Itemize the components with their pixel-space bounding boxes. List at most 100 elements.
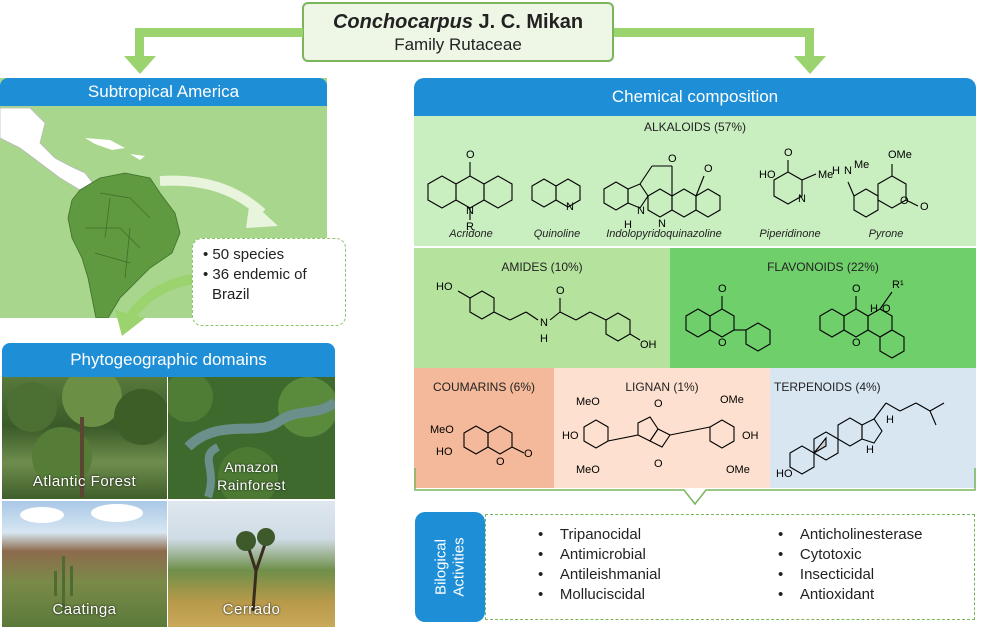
activity-item: • Antimicrobial: [538, 546, 646, 563]
svg-text:HO: HO: [776, 468, 793, 480]
fact-species: • 50 species: [203, 246, 285, 263]
svg-text:H: H: [832, 165, 840, 177]
fact-brazil: Brazil: [212, 286, 250, 303]
svg-text:O: O: [654, 458, 663, 470]
svg-text:N: N: [637, 205, 645, 217]
chemistry-bracket-icon: [414, 468, 976, 506]
svg-text:MeO: MeO: [576, 464, 600, 476]
right-connector-down: [805, 28, 814, 60]
svg-text:HO: HO: [759, 169, 776, 181]
left-connector-down: [135, 28, 144, 60]
activity-item: • Cytotoxic: [778, 546, 862, 563]
activity-item: • Anticholinesterase: [778, 526, 923, 543]
svg-text:OMe: OMe: [726, 464, 750, 476]
svg-text:O: O: [718, 337, 727, 349]
biological-activities-box: Bilogical Activities • Tripanocidal • An…: [415, 512, 977, 622]
activity-item: • Molluciscidal: [538, 586, 645, 603]
svg-text:O: O: [718, 283, 727, 295]
bio-label-line1: Bilogical: [433, 539, 450, 595]
piperidinone-label: Piperidinone: [759, 228, 821, 240]
activity-item: • Insecticidal: [778, 566, 875, 583]
family-title: Family Rutaceae: [394, 35, 522, 54]
svg-text:H: H: [866, 444, 874, 456]
svg-text:O: O: [900, 195, 909, 207]
activity-item: • Tripanocidal: [538, 526, 642, 543]
indolopyridoquinazoline-label: Indolopyridoquinazoline: [606, 228, 722, 240]
svg-text:OH: OH: [742, 430, 759, 442]
svg-text:R: R: [466, 221, 474, 233]
left-connector: [135, 28, 303, 37]
svg-text:OH: OH: [640, 339, 657, 351]
distribution-header: Subtropical America: [0, 78, 327, 106]
svg-text:OMe: OMe: [888, 149, 912, 161]
svg-text:O: O: [920, 201, 929, 213]
svg-text:O: O: [668, 153, 677, 165]
svg-text:O: O: [784, 147, 793, 159]
svg-text:H: H: [624, 219, 632, 231]
svg-text:N: N: [798, 193, 806, 205]
amides-title: AMIDES (10%): [501, 260, 583, 274]
svg-text:N: N: [466, 205, 474, 217]
left-arrowhead-icon: [124, 56, 156, 74]
svg-text:HO: HO: [436, 446, 453, 458]
svg-text:MeO: MeO: [430, 424, 454, 436]
phyto-header: Phytogeographic domains: [2, 343, 335, 377]
chemistry-header: Chemical composition: [414, 78, 976, 116]
rainforest-label: Rainforest: [217, 477, 286, 493]
svg-text:O: O: [852, 337, 861, 349]
cerrado-photo: Cerrado: [168, 501, 335, 627]
svg-text:H: H: [870, 303, 878, 315]
activities-col2: • Anticholinesterase • Cytotoxic • Insec…: [778, 525, 923, 605]
activities-list-box: • Tripanocidal • Antimicrobial • Antilei…: [485, 514, 975, 620]
coumarins-title: COUMARINS (6%): [432, 380, 535, 394]
svg-text:O: O: [882, 303, 891, 315]
pyrone-label: Pyrone: [868, 228, 904, 240]
svg-text:O: O: [524, 448, 533, 460]
alkaloids-section: ALKALOIDS (57%): [414, 116, 976, 246]
svg-text:N: N: [540, 317, 548, 329]
svg-text:HO: HO: [562, 430, 579, 442]
quinoline-label: Quinoline: [533, 228, 581, 240]
svg-text:OMe: OMe: [720, 394, 744, 406]
caatinga-label: Caatinga: [52, 601, 117, 618]
flavonoids-title: FLAVONOIDS (22%): [767, 260, 879, 274]
svg-text:O: O: [704, 163, 713, 175]
amazon-label: Amazon: [224, 459, 279, 475]
atlantic-forest-photo: Atlantic Forest: [2, 377, 167, 499]
svg-text:O: O: [852, 283, 861, 295]
atlantic-forest-label: Atlantic Forest: [32, 473, 137, 490]
svg-text:N: N: [658, 218, 666, 230]
svg-text:O: O: [556, 285, 565, 297]
terpenoids-title: TERPENOIDS (4%): [774, 380, 881, 394]
species-info-box: • 50 species • 36 endemic of Brazil: [192, 238, 346, 326]
activity-item: • Antioxidant: [778, 586, 875, 603]
svg-text:R¹: R¹: [892, 279, 904, 291]
acridone-label: Acridone: [449, 228, 493, 240]
alkaloids-title: ALKALOIDS (57%): [643, 120, 747, 134]
activity-item: • Antileishmanial: [538, 566, 661, 583]
map-panel: Subtropical America: [0, 78, 327, 318]
caatinga-photo: Caatinga: [2, 501, 167, 627]
amazon-rainforest-photo: Amazon Rainforest: [168, 377, 335, 499]
right-arrowhead-icon: [794, 56, 826, 74]
chemical-composition-panel: Chemical composition ALKALOIDS (57%): [414, 78, 976, 488]
svg-text:H: H: [540, 333, 548, 345]
svg-text:Me: Me: [854, 159, 869, 171]
bio-label-line2: Activities: [451, 537, 468, 597]
svg-text:N: N: [566, 201, 574, 213]
fact-endemic: • 36 endemic of: [203, 266, 307, 283]
right-connector: [614, 28, 814, 37]
cerrado-label: Cerrado: [222, 601, 281, 618]
svg-text:HO: HO: [436, 281, 453, 293]
title-box: Conchocarpus J. C. Mikan Family Rutaceae: [302, 2, 614, 62]
